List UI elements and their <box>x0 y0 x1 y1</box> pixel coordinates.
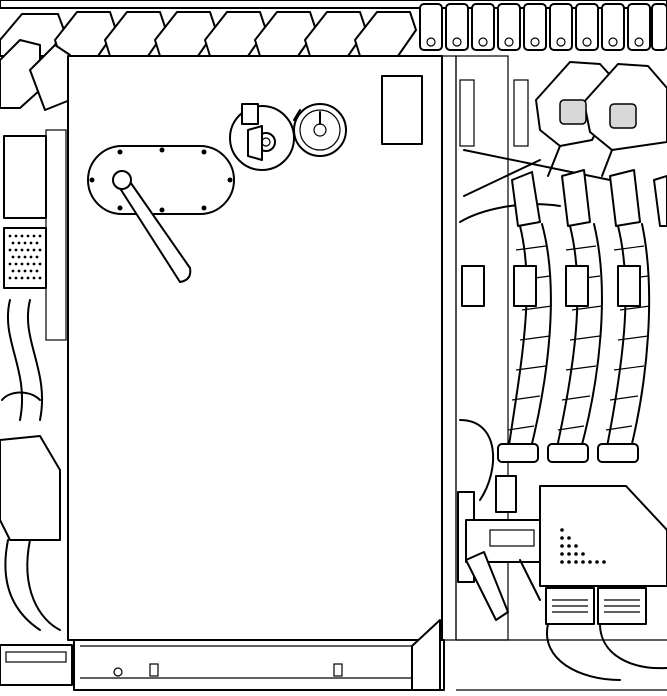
lower-control-box <box>456 485 667 691</box>
top-nozzle-row <box>0 0 667 57</box>
nozzle-heads-left <box>0 11 417 57</box>
side-electrical-box <box>3 135 47 219</box>
valve-fitting <box>229 103 301 171</box>
crank-handle <box>112 170 192 283</box>
flexible-hoses <box>459 169 667 501</box>
hand-hole-cover <box>87 145 235 215</box>
left-side-assembly <box>0 39 73 686</box>
circular-flange <box>293 103 347 157</box>
vent-holes <box>560 528 606 564</box>
hose-clamps <box>461 265 641 307</box>
nozzle-heads-right <box>419 3 667 51</box>
base-frame <box>73 639 445 691</box>
nozzle-heads-angled <box>535 61 667 177</box>
pump-linkage <box>457 475 541 621</box>
filter-perforations <box>8 234 42 280</box>
